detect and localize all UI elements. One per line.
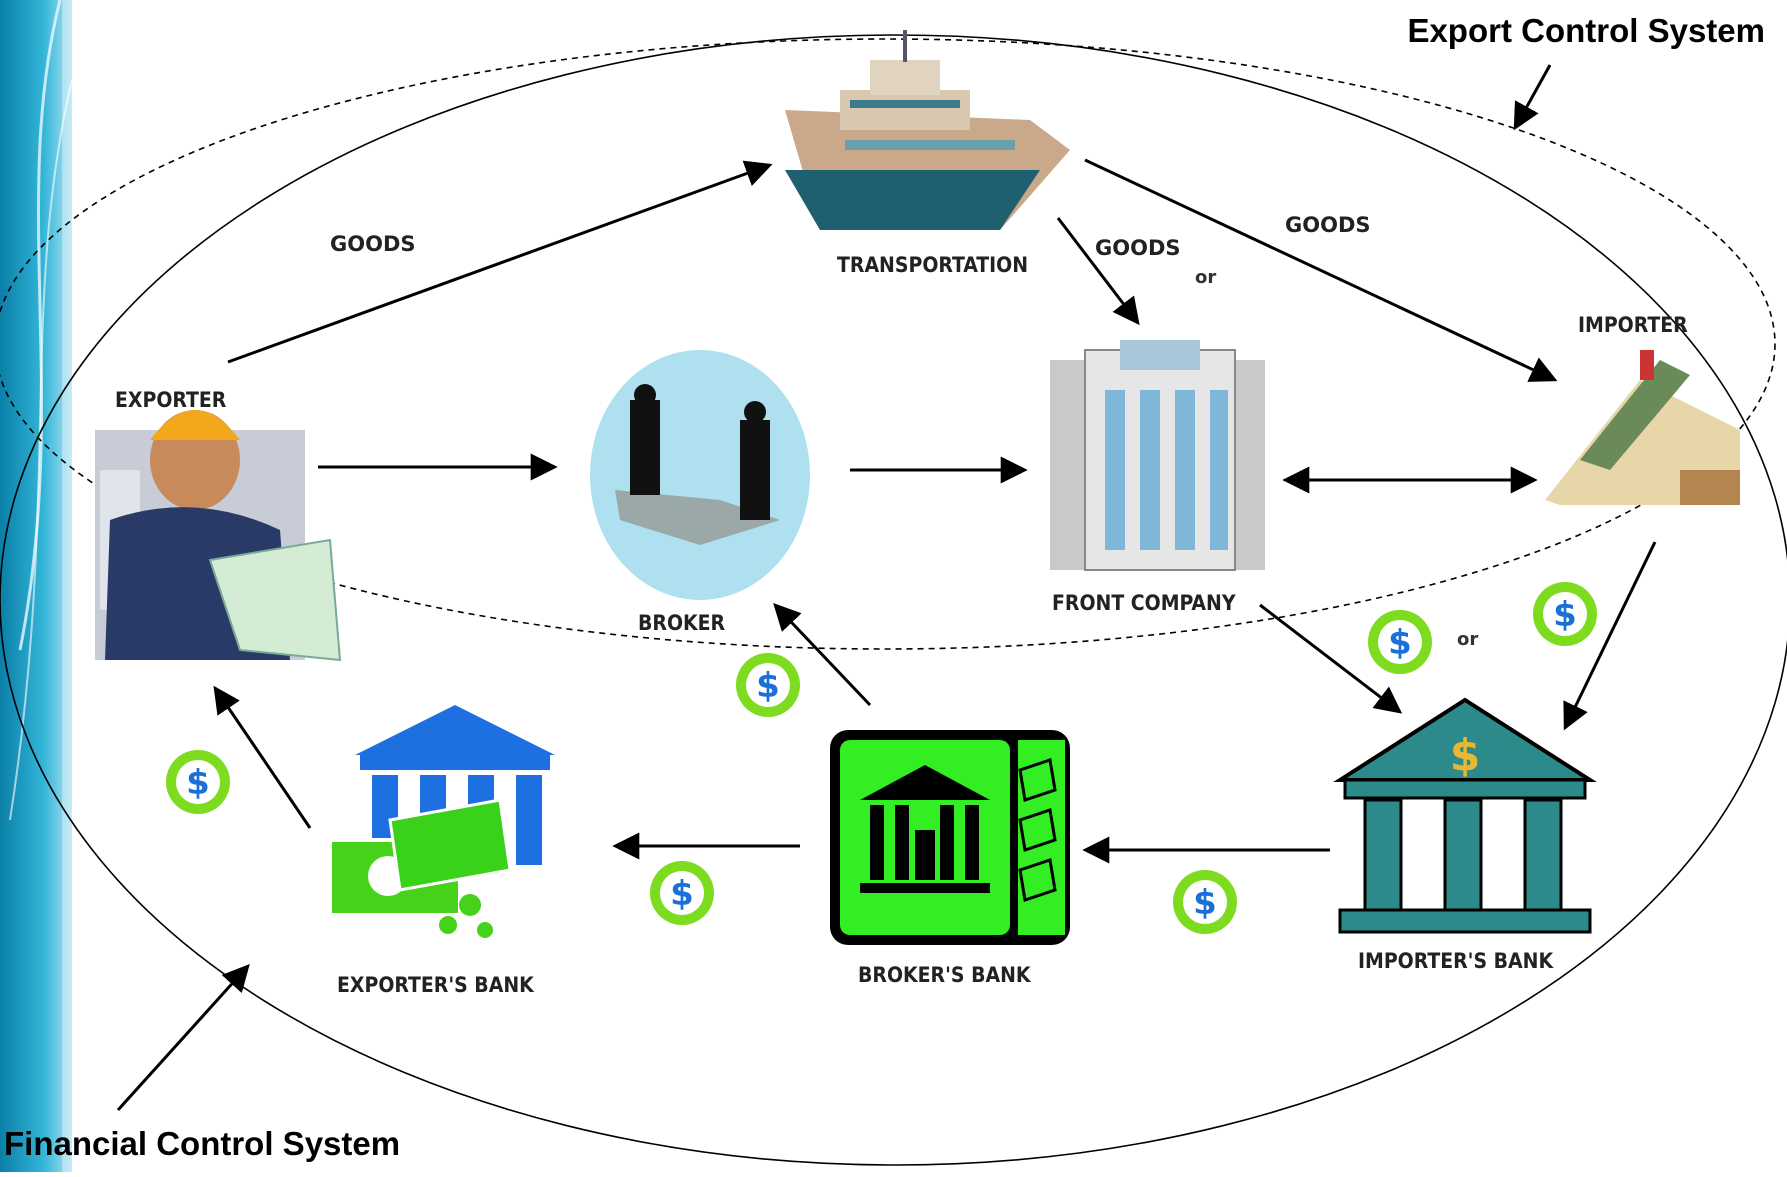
money-icon: $ — [166, 750, 230, 814]
flow-arrows — [116, 64, 1657, 1112]
or-label: or — [1195, 267, 1216, 288]
arrow-exporters-bank-to-exporter — [213, 685, 312, 829]
office-building-icon — [1050, 340, 1265, 571]
node-label-broker: BROKER — [638, 611, 726, 635]
pointer-export-control-label — [1513, 64, 1552, 131]
svg-text:$: $ — [1388, 623, 1412, 663]
arrow-transportation-to-importer — [1084, 158, 1558, 382]
node-label-exporter: EXPORTER — [115, 388, 227, 412]
brokers-bank-icon — [830, 730, 1070, 945]
money-icon: $ — [1173, 870, 1237, 934]
ship-icon — [785, 30, 1070, 230]
svg-text:$: $ — [1553, 595, 1577, 635]
pointer-financial-control-label — [116, 963, 250, 1112]
financial-control-system-label: Financial Control System — [4, 1125, 400, 1162]
financial-control-boundary — [0, 34, 1787, 1166]
node-label-front-company: FRONT COMPANY — [1052, 591, 1236, 615]
export-control-system-label: Export Control System — [1407, 12, 1765, 49]
svg-text:$: $ — [1193, 883, 1217, 923]
importers-bank-icon: $ — [1333, 697, 1597, 934]
svg-text:$: $ — [186, 763, 210, 803]
exporter-icon — [95, 410, 342, 662]
goods-label: GOODS — [1095, 236, 1181, 260]
svg-text:$: $ — [756, 666, 780, 706]
or-label: or — [1457, 629, 1478, 650]
money-icon: $ — [736, 653, 800, 717]
svg-text:$: $ — [670, 874, 694, 914]
node-label-importer: IMPORTER — [1578, 313, 1688, 337]
slide-sidebar-decoration — [0, 0, 73, 1172]
goods-label: GOODS — [1285, 213, 1371, 237]
svg-text:$: $ — [1450, 730, 1481, 781]
arrow-front-company-to-importers-bank — [1259, 603, 1403, 714]
goods-label: GOODS — [330, 232, 416, 256]
node-label-brokers-bank: BROKER'S BANK — [858, 963, 1032, 987]
money-icon: $ — [650, 861, 714, 925]
node-label-exporters-bank: EXPORTER'S BANK — [337, 973, 535, 997]
export-control-boundary — [0, 38, 1776, 650]
arrow-importer-to-importers-bank — [1563, 541, 1657, 731]
money-icon: $ — [1368, 610, 1432, 674]
node-label-transportation: TRANSPORTATION — [837, 253, 1028, 277]
arrow-brokers-bank-to-broker — [773, 603, 872, 707]
broker-icon — [590, 350, 810, 600]
node-label-importers-bank: IMPORTER'S BANK — [1358, 949, 1554, 973]
arrow-exporter-to-transportation — [227, 160, 773, 364]
importer-goods-icon — [1545, 350, 1740, 505]
money-icon: $ — [1533, 582, 1597, 646]
exporters-bank-icon — [328, 705, 555, 938]
arrow-transportation-to-front-company — [1056, 217, 1140, 326]
